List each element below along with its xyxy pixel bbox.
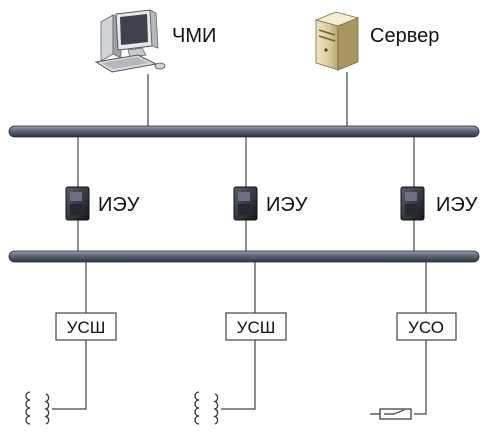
ied-device-icon — [233, 186, 258, 221]
current-transformer-icon — [194, 391, 219, 425]
io-unit-box — [396, 312, 457, 341]
ied-device-icon — [400, 186, 425, 221]
station-bus — [8, 125, 480, 138]
unit-2-sensor-link — [221, 340, 256, 410]
server-tower-icon — [314, 11, 360, 71]
current-transformer-icon — [25, 391, 50, 425]
merging-unit-1-box — [55, 312, 117, 341]
merging-unit-2-label: УСШ — [237, 318, 276, 337]
computer-workstation-icon — [94, 9, 166, 73]
ied-device-icon — [65, 186, 90, 221]
ied-3-label: ИЭУ — [436, 194, 478, 216]
hmi-label: ЧМИ — [172, 25, 216, 47]
merging-unit-2-box — [225, 312, 287, 341]
server-label: Сервер — [370, 25, 439, 47]
unit-3-sensor-link — [414, 340, 427, 415]
io-unit-label: УСО — [408, 318, 444, 337]
ied-1-label: ИЭУ — [98, 194, 140, 216]
unit-1-sensor-link — [52, 340, 87, 410]
process-bus — [8, 250, 480, 263]
merging-unit-1-label: УСШ — [67, 318, 106, 337]
circuit-breaker-icon — [370, 408, 412, 420]
ied-2-label: ИЭУ — [266, 194, 308, 216]
